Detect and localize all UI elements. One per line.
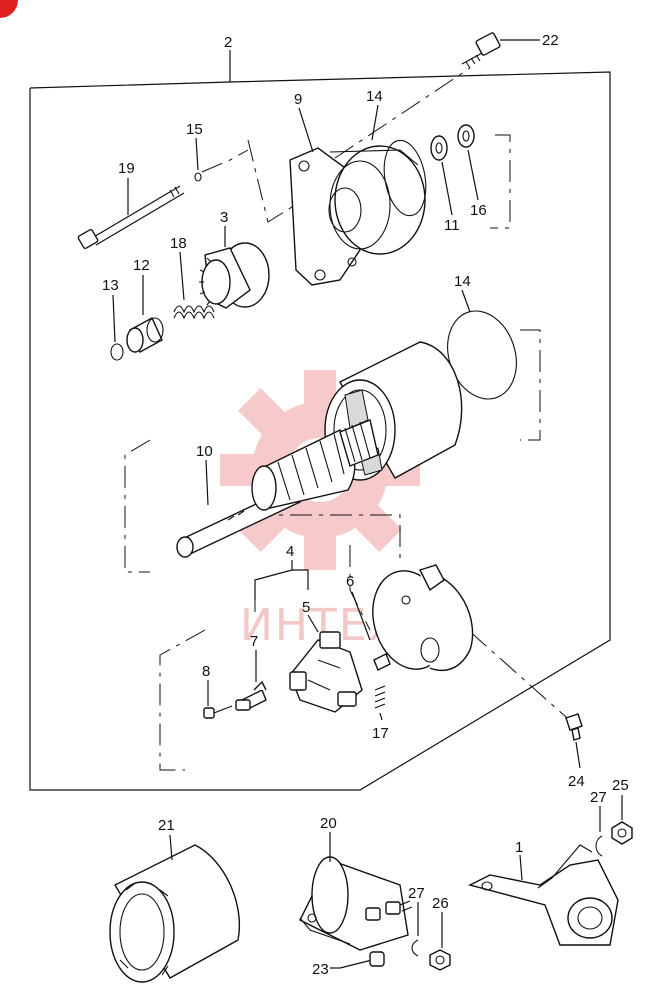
leader-14b	[461, 289, 471, 313]
leader-15	[195, 137, 199, 171]
nut-26	[429, 949, 451, 971]
label-part-21: 21	[158, 817, 175, 834]
label-part-17: 17	[372, 725, 389, 742]
leader-6	[351, 591, 371, 641]
brush-small	[373, 653, 391, 671]
washer-11	[430, 135, 448, 161]
label-part-24: 24	[568, 773, 585, 790]
leader-13	[112, 294, 116, 343]
bracket-1	[468, 844, 619, 946]
brush-holder-5	[289, 631, 363, 713]
label-part-2: 2	[224, 34, 232, 51]
ring-27-right	[595, 835, 603, 857]
assembly-boundary	[29, 50, 611, 791]
leader-16	[467, 149, 479, 201]
label-part-9: 9	[294, 91, 302, 108]
label-part-16: 16	[470, 202, 487, 219]
brush-holder-group-bracket-4	[254, 560, 309, 600]
exploded-axis-lines	[124, 67, 576, 771]
label-part-3: 3	[220, 209, 228, 226]
drive-housing-9	[289, 145, 426, 286]
small-ring-15	[194, 172, 202, 182]
spring-18	[173, 305, 215, 320]
leader-17	[379, 712, 383, 721]
label-part-10: 10	[196, 443, 213, 460]
label-part-18: 18	[170, 235, 187, 252]
label-part-12: 12	[133, 257, 150, 274]
label-part-23: 23	[312, 961, 329, 978]
collar-12	[126, 317, 164, 353]
ring-27-left	[411, 939, 419, 957]
label-part-4: 4	[286, 543, 294, 560]
label-part-8: 8	[202, 663, 210, 680]
armature-10	[176, 419, 379, 558]
leader-5	[307, 614, 319, 633]
solenoid-20	[299, 856, 413, 951]
o-ring-14-top	[383, 139, 427, 217]
label-part-13: 13	[102, 277, 119, 294]
leader-10	[205, 459, 209, 506]
label-part-6: 6	[346, 573, 354, 590]
label-part-14a: 14	[366, 88, 383, 105]
boot-21	[109, 844, 240, 983]
leader-21	[169, 834, 173, 861]
part-labels: 2 22 9 14 15 19 16 11 3 18 12 14 13 10 4…	[102, 32, 629, 978]
label-part-5: 5	[302, 599, 310, 616]
bolt-22	[461, 32, 501, 69]
label-part-1: 1	[515, 839, 523, 856]
washer-16	[457, 124, 475, 148]
leader-11	[441, 161, 453, 216]
label-part-25: 25	[612, 777, 629, 794]
leader-24	[575, 741, 581, 769]
screw-23	[339, 951, 385, 969]
pinion-gear-3	[199, 242, 270, 309]
corner-mark	[0, 0, 18, 18]
label-part-22: 22	[542, 32, 559, 49]
leader-14a	[371, 104, 379, 141]
label-part-19: 19	[118, 160, 135, 177]
label-part-27a: 27	[408, 885, 425, 902]
label-part-14b: 14	[454, 273, 471, 290]
screw-8	[203, 699, 251, 719]
rear-cover-6	[372, 564, 474, 671]
leader-1	[519, 854, 523, 881]
label-part-26: 26	[432, 895, 449, 912]
spring-17	[374, 685, 386, 709]
screw-24	[565, 713, 583, 741]
label-part-15: 15	[186, 121, 203, 138]
label-part-7: 7	[250, 633, 258, 650]
label-part-11: 11	[444, 217, 460, 234]
through-bolt-19	[77, 185, 185, 250]
label-part-27b: 27	[590, 789, 607, 806]
leader-9	[298, 107, 314, 153]
label-part-20: 20	[320, 815, 337, 832]
stop-ring-13	[110, 343, 124, 361]
leader-18	[179, 251, 185, 301]
nut-25	[611, 821, 633, 845]
